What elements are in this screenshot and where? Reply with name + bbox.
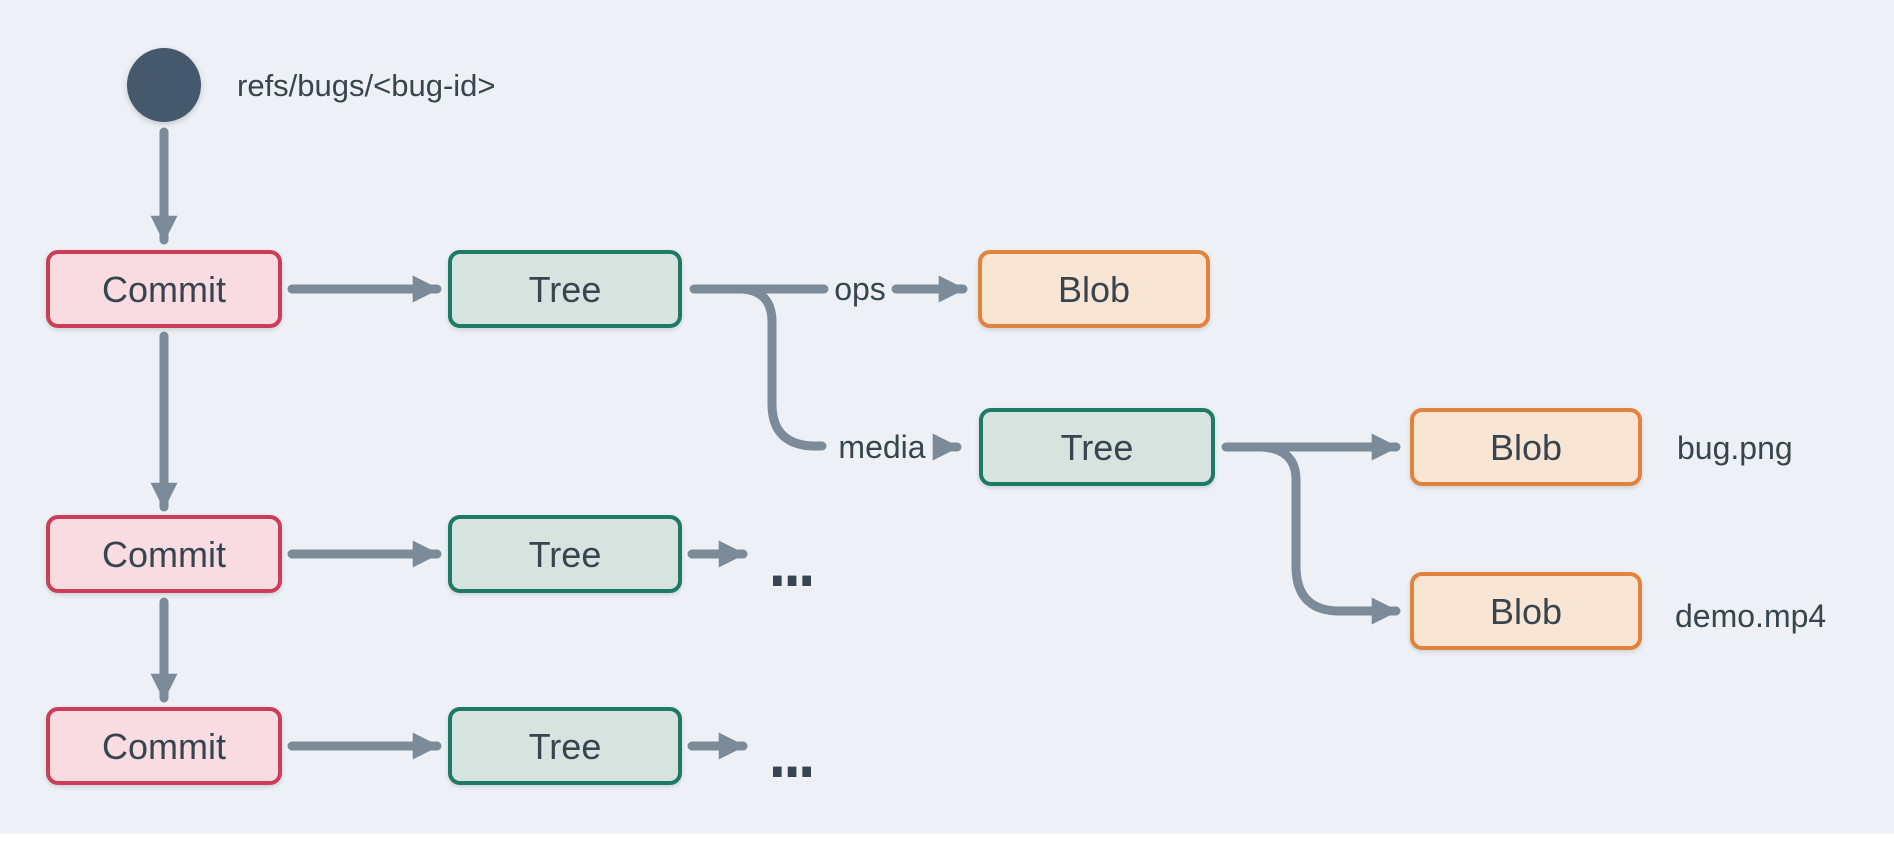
- tree-label: Tree: [1061, 427, 1134, 468]
- blob-box: [1410, 408, 1642, 486]
- blob-box: [978, 250, 1210, 328]
- blob-box: [1410, 572, 1642, 650]
- commit-label: Commit: [102, 269, 226, 310]
- tree-node-3: Tree: [448, 515, 682, 593]
- blob-node-ops: Blob: [978, 250, 1210, 328]
- tree-label: Tree: [529, 269, 602, 310]
- commit-box: [46, 250, 282, 328]
- tree-box: [448, 707, 682, 785]
- ops-edge-label: ops: [834, 271, 886, 307]
- tree-box: [448, 250, 682, 328]
- ellipsis-tree3: ...: [764, 508, 811, 606]
- tree-box: [979, 408, 1215, 486]
- commit-node-3: Commit: [46, 707, 282, 785]
- edge-tree2-branch-to-blob-demo: [1257, 442, 1401, 625]
- tree-label: Tree: [529, 534, 602, 575]
- edge-tree1-branch-to-media-label: [737, 284, 827, 451]
- blob-node-bug: Blob: [1410, 408, 1642, 486]
- blob-node-demo: Blob: [1410, 572, 1642, 650]
- bug-file-label: bug.png: [1677, 430, 1793, 466]
- tree-box: [448, 515, 682, 593]
- blob-label: Blob: [1490, 591, 1562, 632]
- tree-node-4: Tree: [448, 707, 682, 785]
- commit-label: Commit: [102, 534, 226, 575]
- tree-node-1: Tree: [448, 250, 682, 328]
- media-edge-label: media: [838, 429, 925, 465]
- white-footer-strip: [0, 834, 1894, 844]
- tree-label: Tree: [529, 726, 602, 767]
- commit-box: [46, 515, 282, 593]
- blob-label: Blob: [1490, 427, 1562, 468]
- blob-label: Blob: [1058, 269, 1130, 310]
- commit-node-2: Commit: [46, 515, 282, 593]
- tree-node-2: Tree: [979, 408, 1215, 486]
- commit-node-1: Commit: [46, 250, 282, 328]
- commit-box: [46, 707, 282, 785]
- ref-circle: [127, 48, 201, 122]
- commit-label: Commit: [102, 726, 226, 767]
- ref-node: refs/bugs/<bug-id>: [127, 48, 496, 122]
- ellipsis-tree4: ...: [764, 699, 811, 797]
- ref-label: refs/bugs/<bug-id>: [237, 68, 496, 103]
- demo-file-label: demo.mp4: [1675, 598, 1826, 634]
